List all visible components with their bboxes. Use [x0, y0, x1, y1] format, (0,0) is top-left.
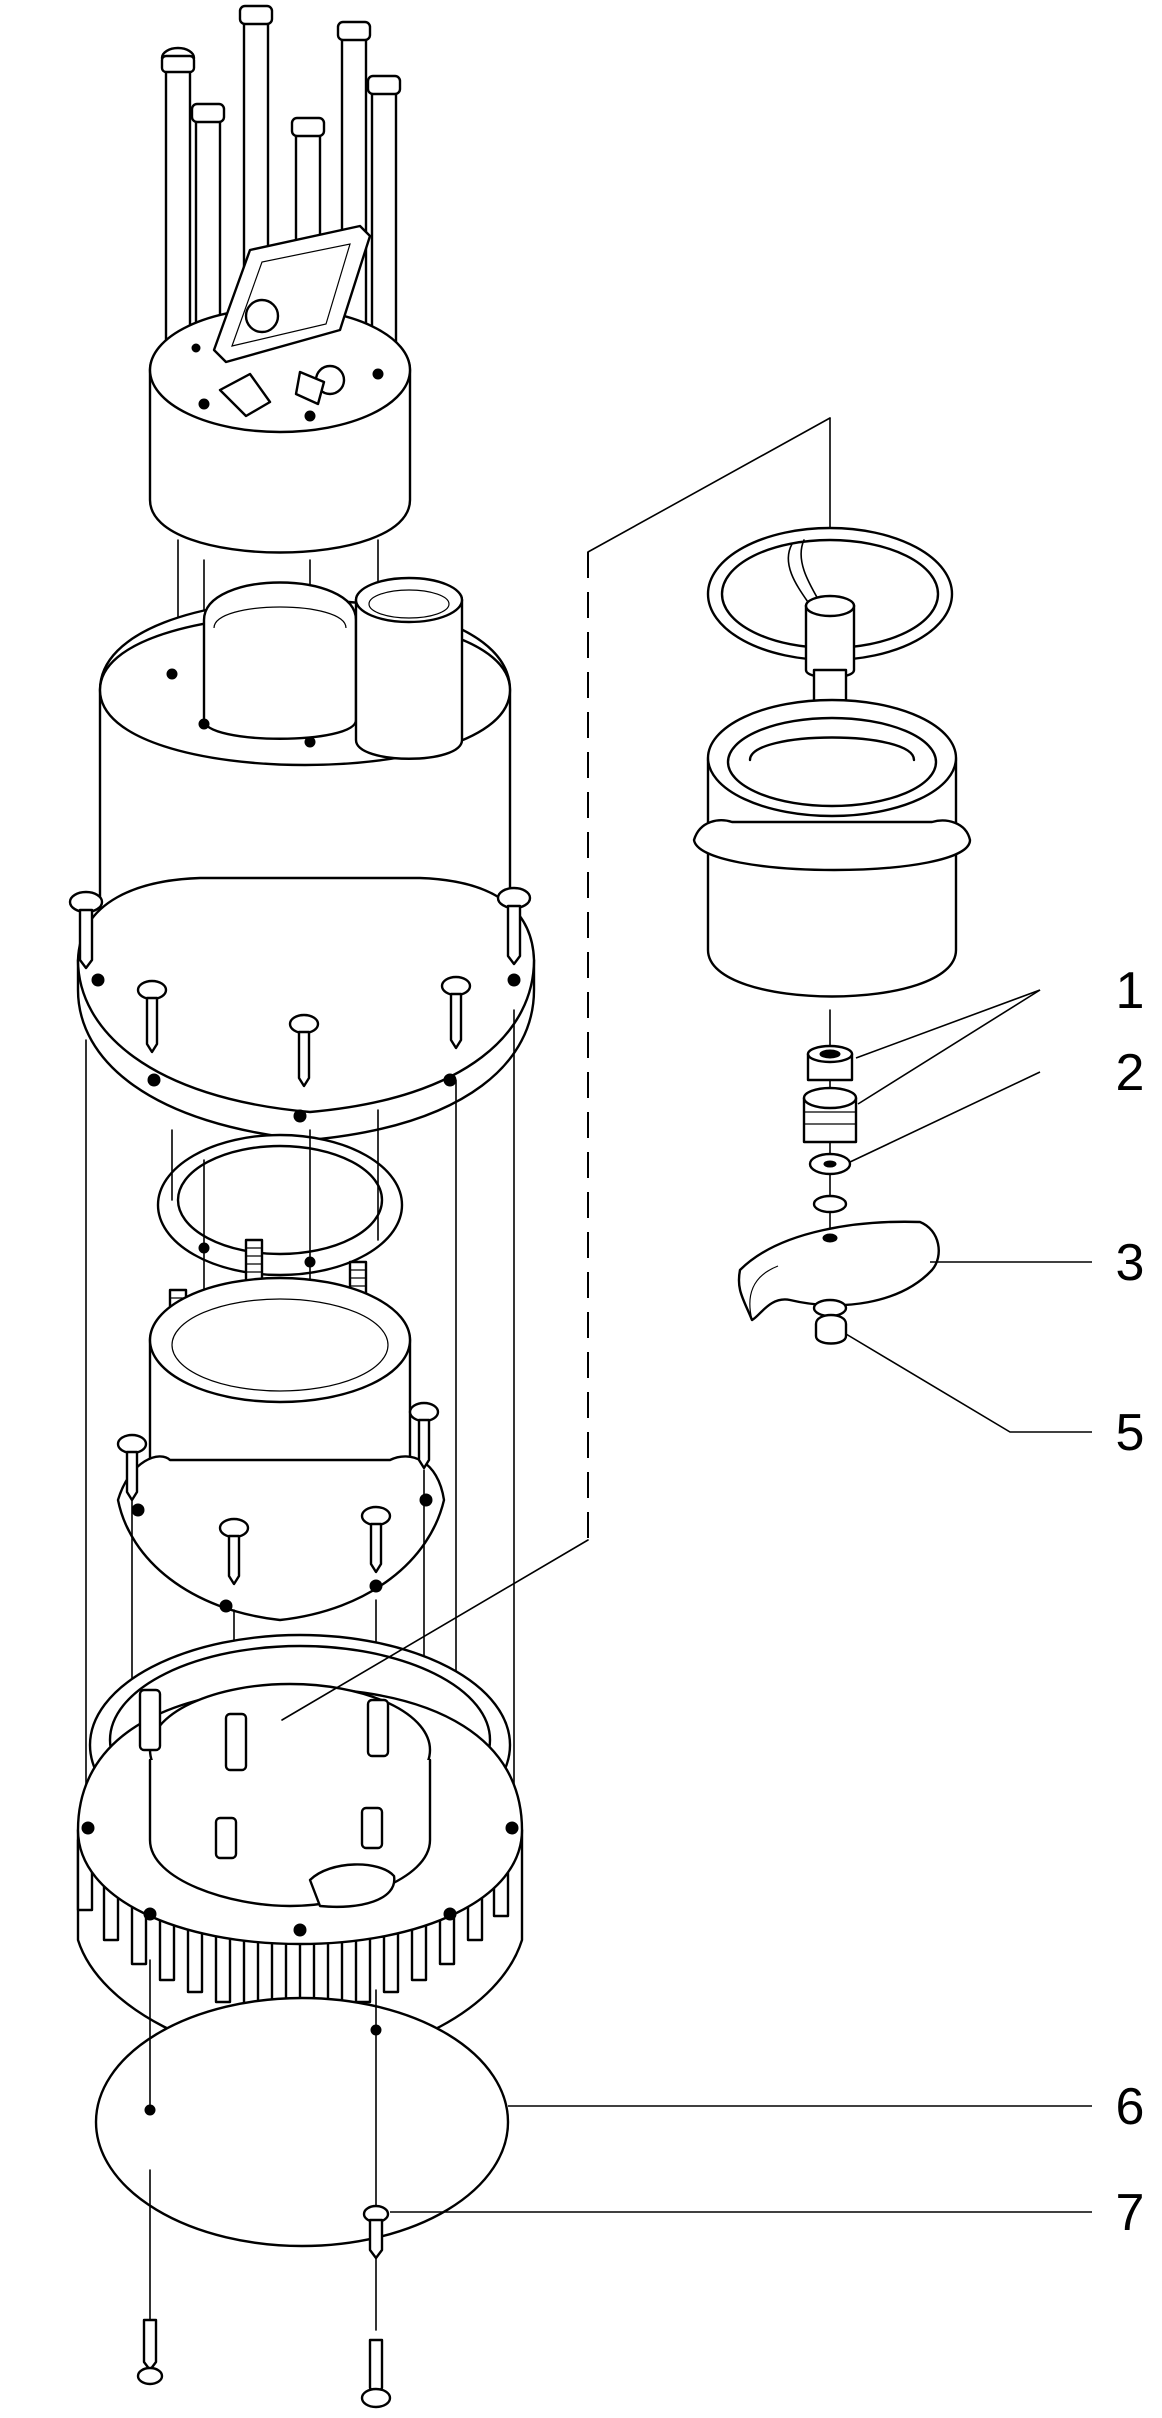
- bearing-seal: [802, 1044, 858, 1144]
- screw: [116, 1433, 148, 1502]
- screw: [360, 2338, 392, 2409]
- bottom-screws: [136, 2204, 392, 2409]
- callout-6: 6: [508, 2078, 1144, 2136]
- callout-1: 1: [855, 962, 1145, 1105]
- screw: [440, 975, 472, 1050]
- washer: [808, 1152, 852, 1176]
- o-ring: [706, 526, 954, 662]
- motor-flange: [76, 876, 536, 1142]
- inner-flange: [116, 1455, 446, 1622]
- callouts: 1 2 3 5 6 7: [390, 962, 1144, 2242]
- top-bolt: [366, 74, 402, 392]
- bottom-plate: [94, 1959, 510, 2331]
- callout-3: 3: [930, 1234, 1144, 1292]
- nut: [812, 1298, 848, 1345]
- screw: [218, 1517, 250, 1586]
- shaft-top: [804, 594, 856, 712]
- screw: [136, 979, 168, 1054]
- callout-label-1: 1: [1116, 962, 1145, 1020]
- screw: [68, 890, 104, 970]
- screw: [360, 1505, 392, 1574]
- middle-gasket: [156, 1133, 404, 1277]
- screw: [362, 2204, 390, 2260]
- callout-label-3: 3: [1116, 1234, 1145, 1292]
- top-bolt: [238, 4, 274, 290]
- callout-label-2: 2: [1116, 1044, 1145, 1102]
- callout-label-6: 6: [1116, 2078, 1145, 2136]
- callout-label-5: 5: [1116, 1404, 1145, 1462]
- callout-2: 2: [849, 1044, 1145, 1163]
- pump-base: [76, 1682, 524, 2064]
- screw: [496, 886, 532, 966]
- screw: [408, 1401, 440, 1470]
- inner-flange-screws: [116, 1401, 440, 1586]
- impeller: [737, 1194, 940, 1322]
- flange-screws: [68, 886, 532, 1088]
- top-cap: [148, 224, 412, 554]
- screw: [288, 1013, 320, 1088]
- callout-7: 7: [390, 2184, 1144, 2242]
- callout-label-7: 7: [1116, 2184, 1145, 2242]
- rotor-cylinder: [692, 698, 972, 998]
- screw: [136, 2318, 164, 2386]
- callout-5: 5: [845, 1333, 1145, 1462]
